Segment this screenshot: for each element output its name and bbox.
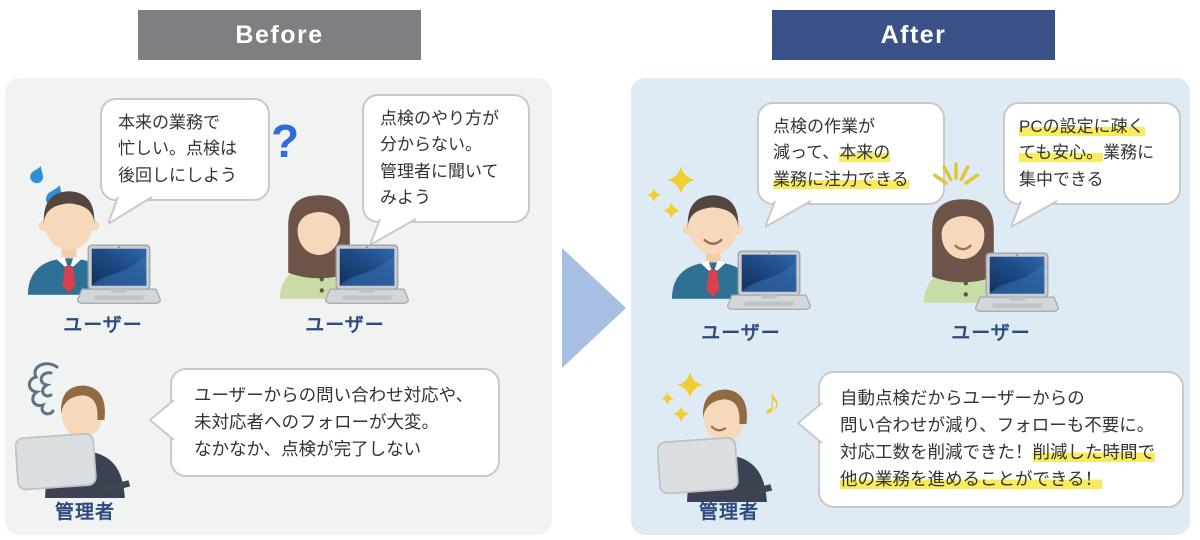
- manager-figure-smiling: [657, 378, 781, 502]
- bubble-text-segment: 本来の: [839, 143, 891, 163]
- bubble-text-segment: 対応工数を削減できた！: [840, 442, 1033, 463]
- bubble-text-segment: 集中できる: [1019, 169, 1104, 189]
- bubble-text-segment: 本来の業務で: [118, 113, 220, 132]
- speech-bubble-tail: [797, 402, 823, 444]
- bubble-text-segment: 忙しい。点検は: [118, 139, 237, 159]
- bubble-text-segment: 他の業務を進めることができる！: [840, 469, 1103, 490]
- before-header-label: Before: [235, 20, 324, 49]
- bubble-text-segment: 減って、: [773, 143, 840, 163]
- before-user1-label: ユーザー: [63, 315, 143, 336]
- bubble-text-segment: 問い合わせが減り、フォローも不要に。: [840, 415, 1155, 436]
- laptop-icon: [725, 250, 813, 314]
- bubble-text-segment: 自動点検だからユーザーからの: [840, 388, 1085, 408]
- before-header: Before: [138, 10, 421, 60]
- bubble-text-segment: 管理者に聞いて: [380, 161, 499, 181]
- bubble-text-segment: 削減した時間で: [1032, 442, 1155, 463]
- speech-bubble-tail: [149, 399, 175, 441]
- bubble-text-segment: PCの設定に疎く: [1019, 117, 1145, 136]
- before-manager-speech-bubble: ユーザーからの問い合わせ対応や、未対応者へのフォローが大変。なかなか、点検が完了…: [149, 368, 500, 478]
- speech-bubble-tail: [108, 196, 153, 226]
- bubble-text-segment: なかなか、点検が完了しない: [194, 439, 422, 460]
- female-user-figure-smiling: [907, 186, 1019, 303]
- before-user1-speech-bubble: 本来の業務で忙しい。点検は後回しにしよう: [100, 98, 270, 226]
- manager-figure: [15, 374, 139, 498]
- speech-bubble-tail: [370, 218, 417, 247]
- before-user2-speech-bubble: 点検のやり方が分からない。管理者に聞いてみよう: [362, 94, 530, 247]
- question-mark-icon: ?: [271, 115, 300, 167]
- after-panel: 点検の作業が減って、本来の業務に注力できる PCの設定に疎くても安心。業務に集中…: [631, 78, 1190, 535]
- bubble-text-segment: 未対応者へのフォローが大変。: [194, 412, 439, 433]
- bubble-text-segment: ても安心。: [1019, 143, 1104, 163]
- after-manager-label: 管理者: [698, 502, 759, 523]
- right-arrow-icon: [562, 248, 626, 368]
- before-user2-label: ユーザー: [305, 315, 385, 336]
- after-user1-label: ユーザー: [701, 323, 781, 344]
- laptop-icon: [323, 244, 411, 308]
- bubble-text-segment: 業務に: [1103, 143, 1155, 163]
- before-manager-label: 管理者: [54, 502, 115, 523]
- speech-bubble-tail: [1011, 200, 1058, 229]
- after-user2-speech-bubble: PCの設定に疎くても安心。業務に集中できる: [1003, 102, 1181, 229]
- laptop-icon: [75, 244, 163, 308]
- bubble-text-segment: みよう: [380, 188, 431, 208]
- speech-bubble-tail: [765, 200, 812, 229]
- bubble-text-segment: 点検の作業が: [773, 117, 875, 136]
- bubble-text-segment: 分からない。: [380, 135, 482, 155]
- bubble-text-segment: 後回しにしよう: [118, 165, 237, 185]
- radiance-icon: [932, 162, 980, 185]
- after-manager-speech-bubble: 自動点検だからユーザーからの問い合わせが減り、フォローも不要に。対応工数を削減で…: [797, 371, 1184, 508]
- bubble-text-segment: ユーザーからの問い合わせ対応や、: [194, 385, 474, 405]
- stress-scribble-icon: [27, 362, 59, 416]
- bubble-text-segment: 業務に注力できる: [773, 169, 909, 189]
- music-note-icon: ♪: [763, 381, 781, 422]
- male-user-figure-smiling: [657, 182, 769, 299]
- after-header: After: [772, 10, 1055, 60]
- laptop-icon: [973, 252, 1061, 316]
- bubble-text-segment: 点検のやり方が: [380, 109, 499, 128]
- after-user2-label: ユーザー: [951, 323, 1031, 344]
- before-panel: 本来の業務で忙しい。点検は後回しにしよう 点検のやり方が分からない。管理者に聞い…: [5, 78, 552, 535]
- after-user1-speech-bubble: 点検の作業が減って、本来の業務に注力できる: [757, 102, 945, 229]
- after-header-label: After: [880, 20, 947, 49]
